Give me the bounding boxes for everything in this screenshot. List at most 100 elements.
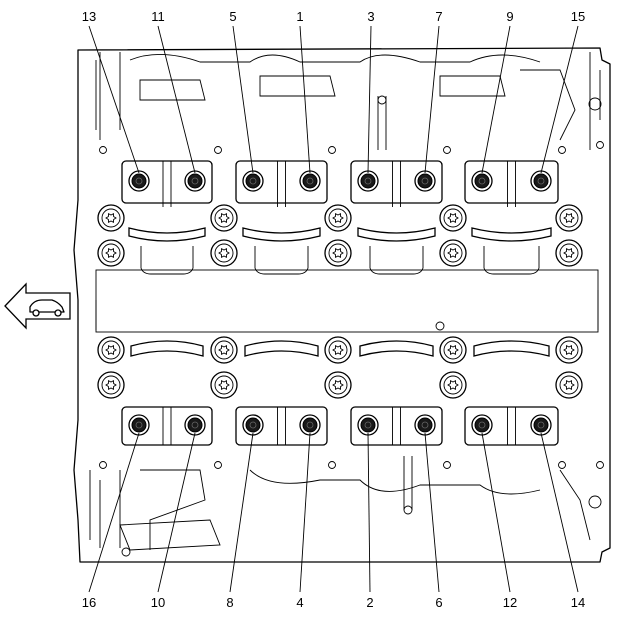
bottom-label: 16 (82, 595, 96, 610)
cap-rib (392, 407, 401, 445)
torx-bolt-head (443, 375, 463, 395)
torx-bolt-head (214, 243, 234, 263)
bolt-head (474, 417, 490, 433)
bolt-socket (249, 177, 257, 185)
web-slot (357, 227, 436, 242)
torx-star (332, 379, 344, 391)
bolt-head (533, 173, 549, 189)
dowel-hole (214, 146, 222, 154)
torx-star (218, 212, 230, 224)
cap-rib (277, 161, 286, 207)
bolt-socket (478, 177, 486, 185)
dowel-hole (443, 146, 451, 154)
block-outline (73, 47, 611, 563)
torx-star (218, 379, 230, 391)
torx-bolt-head (328, 243, 348, 263)
web-slot (242, 227, 321, 242)
ring-bolts (97, 141, 604, 469)
cap-rib (392, 161, 401, 207)
dowel-hole (596, 141, 604, 149)
bolt-head (360, 173, 376, 189)
torx-bolt-head (559, 375, 579, 395)
dowel-hole (214, 461, 222, 469)
bottom-leader-line (88, 432, 140, 593)
torx-bolt-head (101, 375, 121, 395)
web-slot (244, 340, 319, 357)
bolt-socket (191, 177, 199, 185)
top-leader-line (299, 25, 311, 174)
bolt-head (187, 173, 203, 189)
bottom-label: 14 (571, 595, 585, 610)
top-leader-line (157, 25, 196, 174)
torx-bolt-head (214, 375, 234, 395)
cap-rib (507, 161, 516, 207)
web-slot (130, 340, 204, 357)
bolt-head (417, 173, 433, 189)
bottom-leader-line (229, 432, 254, 593)
bolt-socket (135, 177, 143, 185)
bottom-label: 4 (296, 595, 303, 610)
top-leader-line (540, 25, 579, 174)
top-leader-line (424, 25, 440, 174)
crankcase-band (95, 269, 599, 333)
top-leader-line (88, 25, 140, 174)
torx-bolt-head (328, 340, 348, 360)
bottom-leader-line (424, 432, 440, 593)
torx-star (563, 212, 575, 224)
torx-bolt-head (101, 208, 121, 228)
bottom-label: 6 (435, 595, 442, 610)
dowel-hole (443, 461, 451, 469)
web-pocket (483, 246, 540, 275)
cap-rib (162, 407, 172, 445)
torx-star (332, 247, 344, 259)
torx-star (218, 247, 230, 259)
torx-star (332, 344, 344, 356)
bearing-cap (350, 160, 443, 204)
bearing-cap (235, 160, 328, 204)
bolt-head (131, 417, 147, 433)
cap-rib (162, 161, 172, 207)
bolt-socket (421, 421, 429, 429)
dowel-hole (558, 146, 566, 154)
torx-star (563, 379, 575, 391)
bottom-label: 8 (226, 595, 233, 610)
bolt-head (302, 417, 318, 433)
torx-star (218, 344, 230, 356)
bolt-socket (306, 177, 314, 185)
bolt-socket (537, 421, 545, 429)
dowel-hole (328, 461, 336, 469)
bolt-head (417, 417, 433, 433)
top-label: 15 (571, 9, 585, 24)
dowel-hole (99, 146, 107, 154)
torx-bolt-head (559, 208, 579, 228)
bolt-socket (478, 421, 486, 429)
torx-star (105, 247, 117, 259)
torx-bolt-head (101, 243, 121, 263)
bottom-leader-line (540, 432, 579, 593)
dowel-hole (99, 461, 107, 469)
bolt-head (474, 173, 490, 189)
web-slot (471, 227, 552, 242)
dowel-hole (596, 461, 604, 469)
torx-bolt-head (443, 340, 463, 360)
cap-rib (507, 407, 516, 445)
leader-lines (88, 25, 579, 593)
cap-rib (277, 407, 286, 445)
web-slot (128, 227, 206, 242)
web-pocket (140, 246, 194, 275)
torx-bolt-head (328, 208, 348, 228)
torx-bolt-head (559, 340, 579, 360)
bottom-leader-line (481, 432, 511, 593)
torx-star (563, 247, 575, 259)
torx-bolt-head (443, 208, 463, 228)
bearing-cap (464, 160, 559, 204)
torx-star (105, 212, 117, 224)
bolt-head (360, 417, 376, 433)
top-label: 3 (367, 9, 374, 24)
bolt-head (187, 417, 203, 433)
bolt-socket (364, 421, 372, 429)
bottom-label: 12 (503, 595, 517, 610)
top-leader-line (481, 25, 511, 174)
torx-bolt-head (559, 243, 579, 263)
bolt-socket (249, 421, 257, 429)
